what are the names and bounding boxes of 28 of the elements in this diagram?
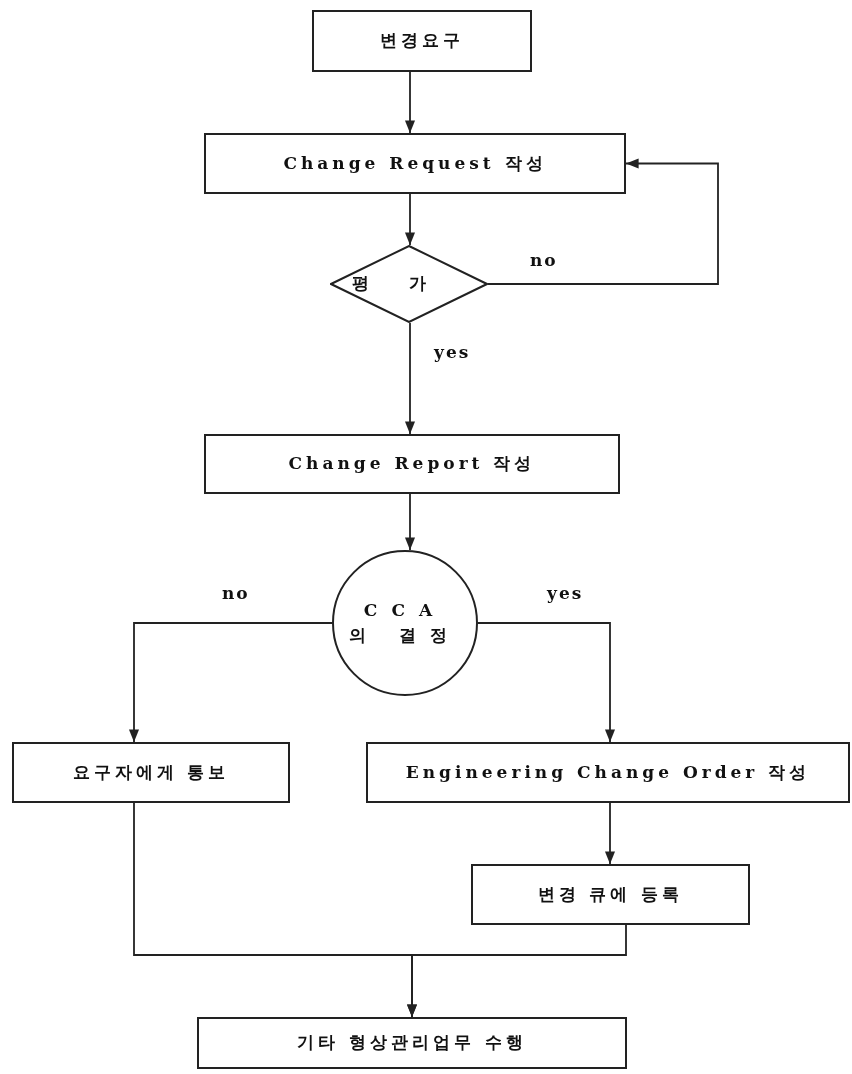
node-text: CCA <box>363 598 447 622</box>
node-text: Engineering Change Order 작성 <box>405 760 811 784</box>
node-text: 평가 <box>352 272 466 296</box>
arrow <box>406 924 627 1018</box>
arrow <box>404 322 416 435</box>
arrow <box>404 193 416 246</box>
node-text: 변경 큐에 등록 <box>537 882 684 906</box>
node-text: 의 결정 <box>348 624 462 647</box>
arrow <box>128 622 333 743</box>
node-text: Change Request 작성 <box>283 151 547 175</box>
process-box <box>471 864 750 925</box>
process-box <box>204 133 626 194</box>
decision-circle <box>332 550 478 696</box>
node-text: 기타 형상관리업무 수행 <box>297 1031 527 1055</box>
process-box <box>204 434 620 494</box>
process-box <box>197 1017 627 1069</box>
process-box <box>366 742 850 803</box>
arrow <box>477 622 616 743</box>
process-box <box>12 742 290 803</box>
node-text: 요구자에게 통보 <box>72 760 230 784</box>
node-text: 변경요구 <box>380 29 464 53</box>
arrow <box>404 493 416 551</box>
process-box <box>312 10 532 72</box>
decision-diamond <box>330 245 488 323</box>
arrow <box>487 158 719 285</box>
arrow <box>604 802 616 865</box>
arrow <box>404 71 416 134</box>
node-text: Change Report 작성 <box>288 452 536 476</box>
